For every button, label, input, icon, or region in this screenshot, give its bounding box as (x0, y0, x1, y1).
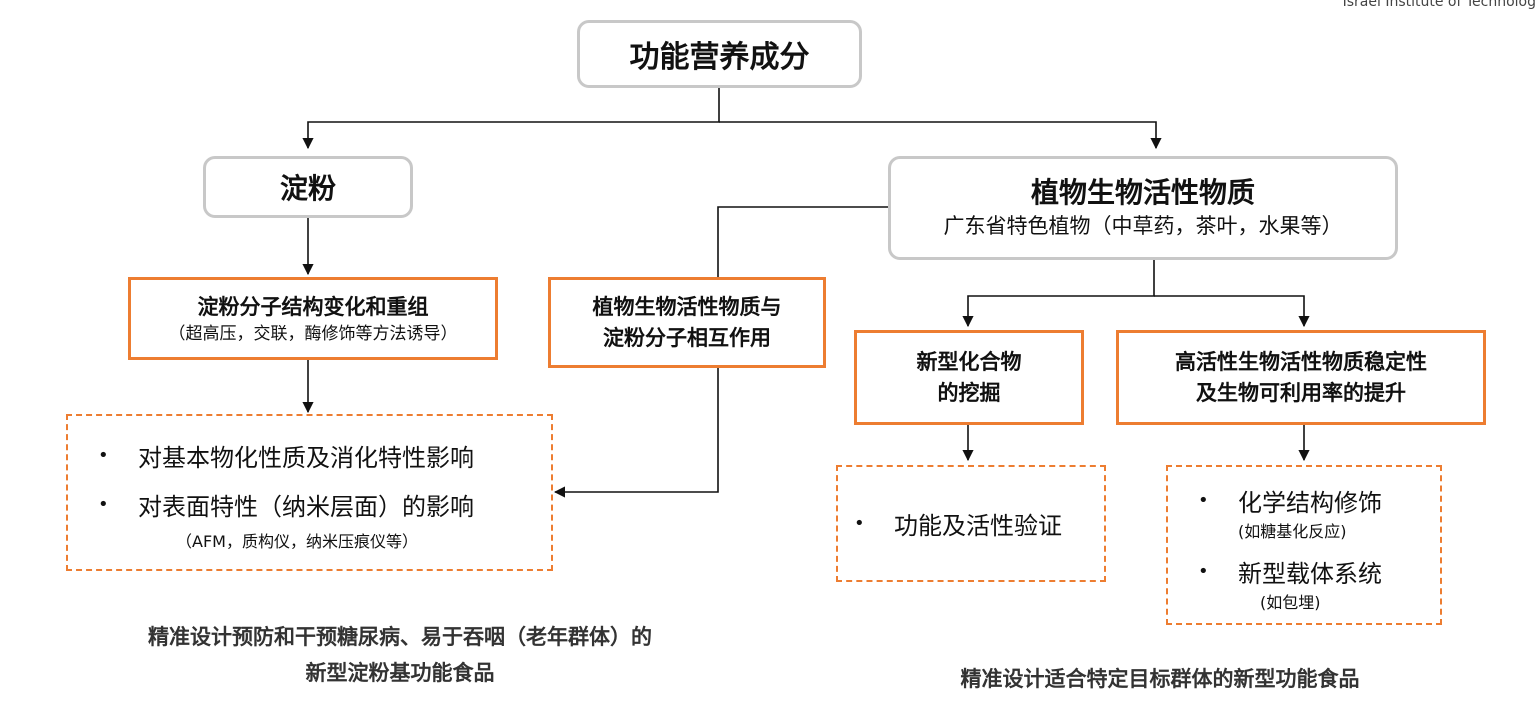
modification-item-1: • 化学结构修饰 (1198, 483, 1440, 518)
modification-item-1-text: 化学结构修饰 (1238, 489, 1382, 517)
stability-line1: 高活性生物活性物质稳定性 (1175, 350, 1427, 375)
bullet-icon: • (98, 494, 109, 515)
corner-institution-text: Israel Institute of Technolog (1342, 0, 1536, 10)
plant-subtitle: 广东省特色植物（中草药，茶叶，水果等） (943, 214, 1343, 239)
bullet-icon: • (1198, 561, 1209, 582)
new-compound-node: 新型化合物 的挖掘 (854, 330, 1084, 425)
footer-left: 精准设计预防和干预糖尿病、易于吞咽（老年群体）的 新型淀粉基功能食品 (40, 620, 760, 691)
interaction-line1: 植物生物活性物质与 (592, 295, 782, 320)
effects-note: （AFM，质构仪，纳米压痕仪等） (176, 532, 418, 551)
effects-item-1-text: 对基本物化性质及消化特性影响 (138, 444, 474, 472)
plant-node: 植物生物活性物质 广东省特色植物（中草药，茶叶，水果等） (888, 156, 1398, 260)
bullet-icon: • (854, 513, 865, 534)
effects-item-1: • 对基本物化性质及消化特性影响 (98, 438, 551, 473)
starch-restructure-title: 淀粉分子结构变化和重组 (197, 295, 429, 320)
effects-box: • 对基本物化性质及消化特性影响 • 对表面特性（纳米层面）的影响 （AFM，质… (66, 414, 553, 571)
validation-item-1: • 功能及活性验证 (854, 506, 1062, 541)
stability-node: 高活性生物活性物质稳定性 及生物可利用率的提升 (1116, 330, 1486, 425)
starch-restructure-subtitle: （超高压，交联，酶修饰等方法诱导） (168, 323, 458, 344)
effects-item-2: • 对表面特性（纳米层面）的影响 (98, 487, 551, 522)
stability-line2: 及生物可利用率的提升 (1196, 380, 1406, 405)
interaction-line2: 淀粉分子相互作用 (603, 325, 771, 350)
modification-item-1-note: (如糖基化反应) (1238, 522, 1347, 541)
modification-item-2-text: 新型载体系统 (1238, 560, 1382, 588)
starch-restructure-node: 淀粉分子结构变化和重组 （超高压，交联，酶修饰等方法诱导） (128, 277, 498, 360)
new-compound-line2: 的挖掘 (937, 380, 1001, 405)
plant-title: 植物生物活性物质 (1030, 176, 1255, 210)
plant-to-stability-arrow (1154, 295, 1310, 328)
root-title: 功能营养成分 (629, 40, 810, 75)
modification-box: • 化学结构修饰 (如糖基化反应) • 新型载体系统 (如包埋) (1166, 465, 1442, 625)
validation-item-1-text: 功能及活性验证 (894, 512, 1062, 540)
bullet-icon: • (98, 445, 109, 466)
root-to-plant-connector (719, 121, 1162, 150)
footer-left-line1: 精准设计预防和干预糖尿病、易于吞咽（老年群体）的 (148, 625, 652, 649)
footer-right-line1: 精准设计适合特定目标群体的新型功能食品 (960, 667, 1360, 691)
new-compound-line1: 新型化合物 (916, 350, 1022, 375)
plant-split-connector (962, 260, 1155, 328)
root-node: 功能营养成分 (577, 20, 862, 88)
plant-to-interaction-line (717, 206, 890, 278)
modification-item-2: • 新型载体系统 (1198, 554, 1440, 589)
validation-box: • 功能及活性验证 (836, 465, 1106, 582)
bullet-icon: • (1198, 490, 1209, 511)
modification-item-2-note: (如包埋) (1260, 593, 1321, 612)
interaction-node: 植物生物活性物质与 淀粉分子相互作用 (548, 277, 826, 368)
footer-left-line2: 新型淀粉基功能食品 (305, 660, 495, 685)
starch-node: 淀粉 (203, 156, 413, 218)
starch-title: 淀粉 (279, 172, 336, 205)
effects-item-2-text: 对表面特性（纳米层面）的影响 (138, 493, 474, 521)
root-connector (302, 88, 720, 150)
footer-right: 精准设计适合特定目标群体的新型功能食品 (860, 662, 1460, 698)
interaction-to-effects-arrow (553, 368, 719, 498)
